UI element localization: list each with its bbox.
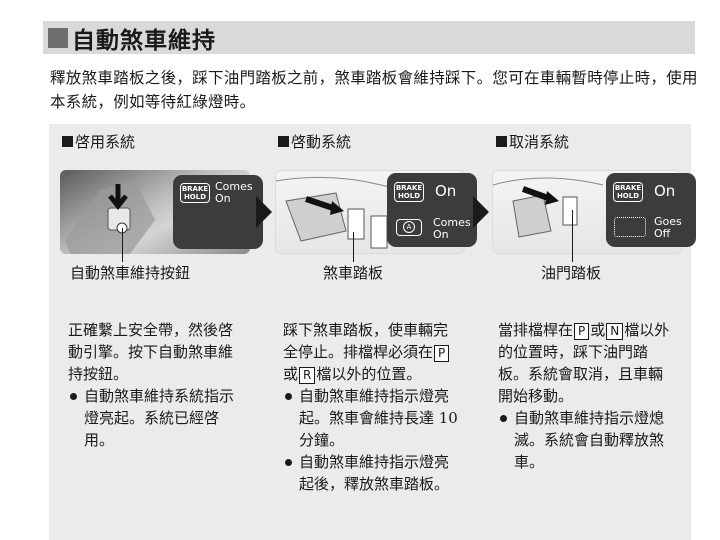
column-heading-text: 啓動系統 bbox=[291, 133, 352, 151]
gear-key-r: R bbox=[299, 367, 316, 384]
caption-brake-hold-button: 自動煞車維持按鈕 bbox=[70, 264, 191, 282]
auto-stop-icon: A bbox=[396, 219, 422, 236]
indicator-status: On bbox=[654, 182, 676, 200]
callout-line bbox=[572, 210, 574, 262]
step-arrow-icon bbox=[256, 196, 272, 228]
caption-accelerator-pedal: 油門踏板 bbox=[541, 264, 602, 282]
body-text: 正確繫上安全帶，然後啓動引擎。按下自動煞車維持按鈕。 bbox=[68, 321, 234, 383]
caption-brake-pedal: 煞車踏板 bbox=[323, 264, 384, 282]
callout-line bbox=[122, 228, 124, 262]
bullet-item: 自動煞車維持指示燈亮起。煞車會維持長達 10 分鐘。 bbox=[283, 385, 461, 451]
indicator-status: Comes On bbox=[215, 180, 253, 205]
body-text-or: 或 bbox=[283, 365, 299, 383]
step-arrow-icon bbox=[473, 196, 489, 228]
gear-key-n: N bbox=[606, 323, 624, 340]
body-text-before: 當排檔桿在 bbox=[498, 321, 574, 339]
auto-stop-letter: A bbox=[403, 221, 415, 233]
body-text-before: 踩下煞車踏板，使車輛完全停止。排檔桿必須在 bbox=[283, 321, 449, 361]
brake-pedal-drawing bbox=[276, 176, 397, 249]
indicator2-status: Goes Off bbox=[654, 215, 682, 240]
intro-paragraph: 釋放煞車踏板之後，踩下油門踏板之前，煞車踏板會維持踩下。您可在車輛暫時停止時，使… bbox=[50, 69, 698, 111]
section-title-bar: 自動煞車維持 bbox=[43, 21, 695, 54]
bullet-list: 自動煞車維持指示燈熄滅。系統會自動釋放煞車。 bbox=[498, 407, 676, 473]
heading-square-icon bbox=[278, 136, 289, 147]
column-heading-enable: 啓用系統 bbox=[62, 131, 135, 152]
column-heading-text: 啓用系統 bbox=[75, 133, 136, 151]
heading-square-icon bbox=[496, 136, 507, 147]
accelerator-pedal-drawing bbox=[493, 177, 604, 238]
indicator-off-icon bbox=[614, 217, 646, 237]
gear-key-p: P bbox=[434, 345, 450, 362]
bullet-item: 自動煞車維持指示燈亮起後，釋放煞車踏板。 bbox=[283, 451, 461, 495]
bullet-list: 自動煞車維持系統指示燈亮起。系統已經啓用。 bbox=[68, 385, 246, 451]
section-title: 自動煞車維持 bbox=[72, 27, 216, 54]
column-body-enable: 正確繫上安全帶，然後啓動引擎。按下自動煞車維持按鈕。 自動煞車維持系統指示燈亮起… bbox=[68, 319, 246, 451]
bullet-item: 自動煞車維持指示燈熄滅。系統會自動釋放煞車。 bbox=[498, 407, 676, 473]
column-heading-activate: 啓動系統 bbox=[278, 131, 351, 152]
callout-line bbox=[353, 232, 355, 262]
body-text-or: 或 bbox=[590, 321, 606, 339]
column-heading-cancel: 取消系統 bbox=[496, 131, 569, 152]
gear-key-p: P bbox=[574, 323, 590, 340]
indicator2-status: Comes On bbox=[433, 216, 471, 241]
indicator-status: On bbox=[435, 182, 457, 200]
column-heading-text: 取消系統 bbox=[509, 133, 570, 151]
body-text-after: 檔以外的位置。 bbox=[316, 365, 422, 383]
heading-square-icon bbox=[62, 136, 73, 147]
bullet-item: 自動煞車維持系統指示燈亮起。系統已經啓用。 bbox=[68, 385, 246, 451]
body-text-after: 檔以外的位置時，踩下油門踏板。系統會取消，且車輛開始移動。 bbox=[498, 321, 670, 405]
title-square-icon bbox=[48, 27, 68, 48]
bullet-list: 自動煞車維持指示燈亮起。煞車會維持長達 10 分鐘。 自動煞車維持指示燈亮起後，… bbox=[283, 385, 461, 495]
